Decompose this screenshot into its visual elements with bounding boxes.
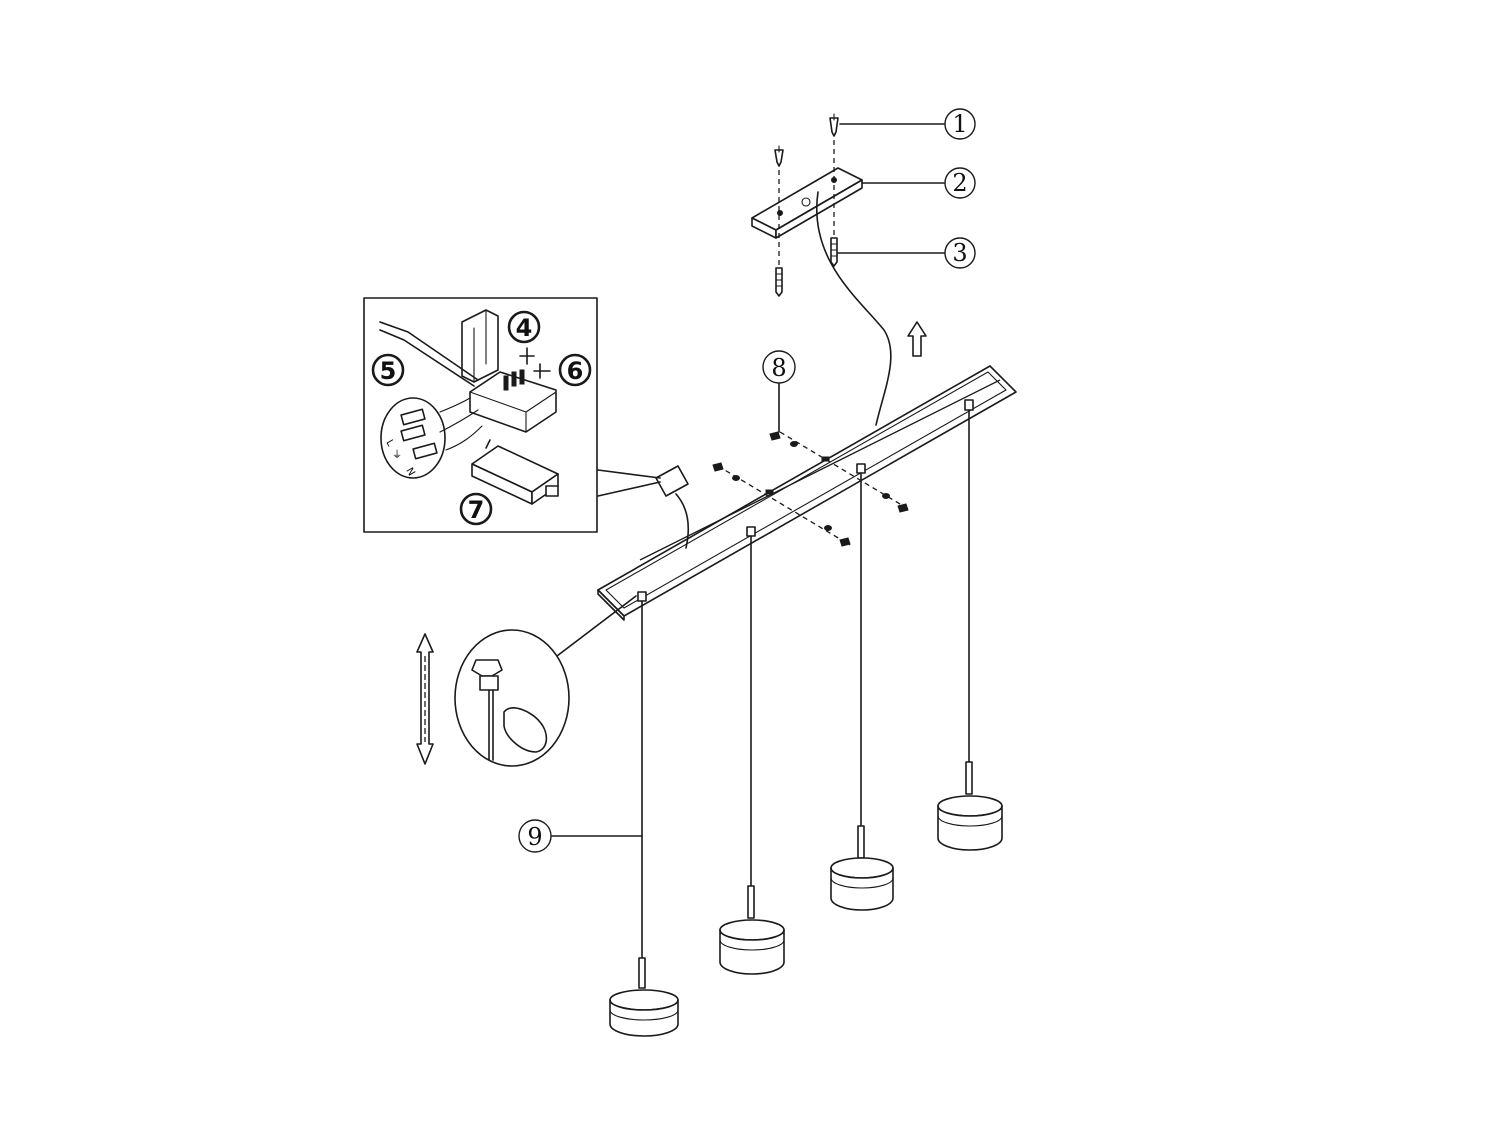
callout-1-label: 1 <box>952 110 967 138</box>
callout-2-label: 2 <box>952 169 967 197</box>
callout-9-label: 9 <box>527 823 542 851</box>
pendant-1 <box>609 591 679 1037</box>
callout-4-label: 4 <box>516 314 533 342</box>
callout-6: 6 <box>558 353 592 387</box>
mounting-bracket <box>751 167 863 239</box>
callout-4: 4 <box>507 310 541 344</box>
callout-8: 8 <box>762 350 796 384</box>
pendant-4 <box>937 399 1003 851</box>
up-arrow-icon <box>907 321 927 357</box>
pendant-2 <box>719 526 785 975</box>
callout-7: 7 <box>459 492 493 526</box>
wall-anchors <box>775 237 838 297</box>
callout-5-label: 5 <box>380 357 397 385</box>
wire-label-earth: ⏚ <box>392 449 402 461</box>
callout-3: 3 <box>944 237 976 269</box>
callout-8-label: 8 <box>771 354 786 382</box>
pendant-3 <box>830 463 894 911</box>
top-screws <box>774 113 839 280</box>
height-adjust-detail <box>454 595 637 767</box>
canopy-screws <box>712 431 911 547</box>
adjust-arrow-icon <box>416 633 434 765</box>
callout-9: 9 <box>518 819 552 853</box>
callout-2: 2 <box>944 167 976 199</box>
callout-5: 5 <box>371 353 405 387</box>
wiring-inset <box>363 297 598 533</box>
callout-3-label: 3 <box>952 239 967 267</box>
driver-module <box>597 465 690 549</box>
callout-1: 1 <box>944 108 976 140</box>
callout-7-label: 7 <box>468 496 485 524</box>
wire-label-l: L <box>383 438 396 449</box>
wire-label-n: N <box>403 466 416 478</box>
canopy-bar <box>597 365 1017 621</box>
power-cable <box>815 191 892 426</box>
callout-6-label: 6 <box>567 357 584 385</box>
